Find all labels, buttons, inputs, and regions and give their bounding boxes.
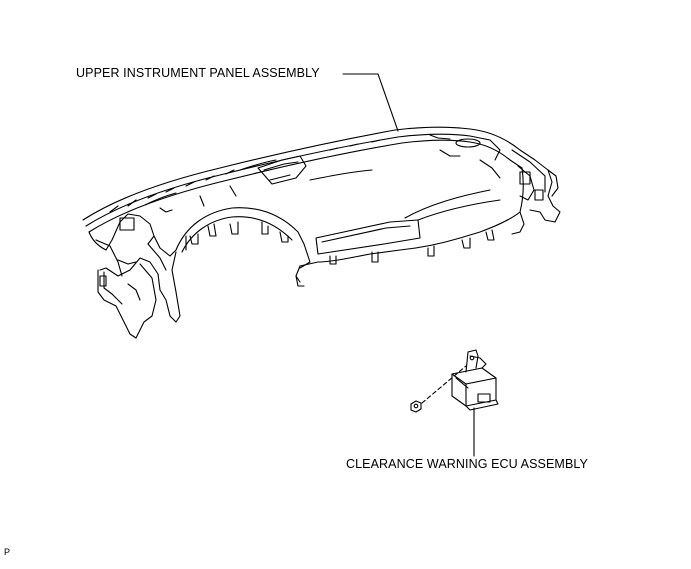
upper-instrument-panel-label: UPPER INSTRUMENT PANEL ASSEMBLY bbox=[76, 66, 320, 80]
fastener-dashed-line bbox=[422, 366, 466, 403]
figure-id-label: P bbox=[4, 547, 11, 557]
clearance-warning-ecu-label: CLEARANCE WARNING ECU ASSEMBLY bbox=[346, 457, 588, 471]
upper-instrument-panel-illustration bbox=[83, 127, 560, 338]
upper-panel-leader-line bbox=[343, 74, 398, 131]
clearance-warning-ecu-illustration bbox=[411, 350, 498, 412]
